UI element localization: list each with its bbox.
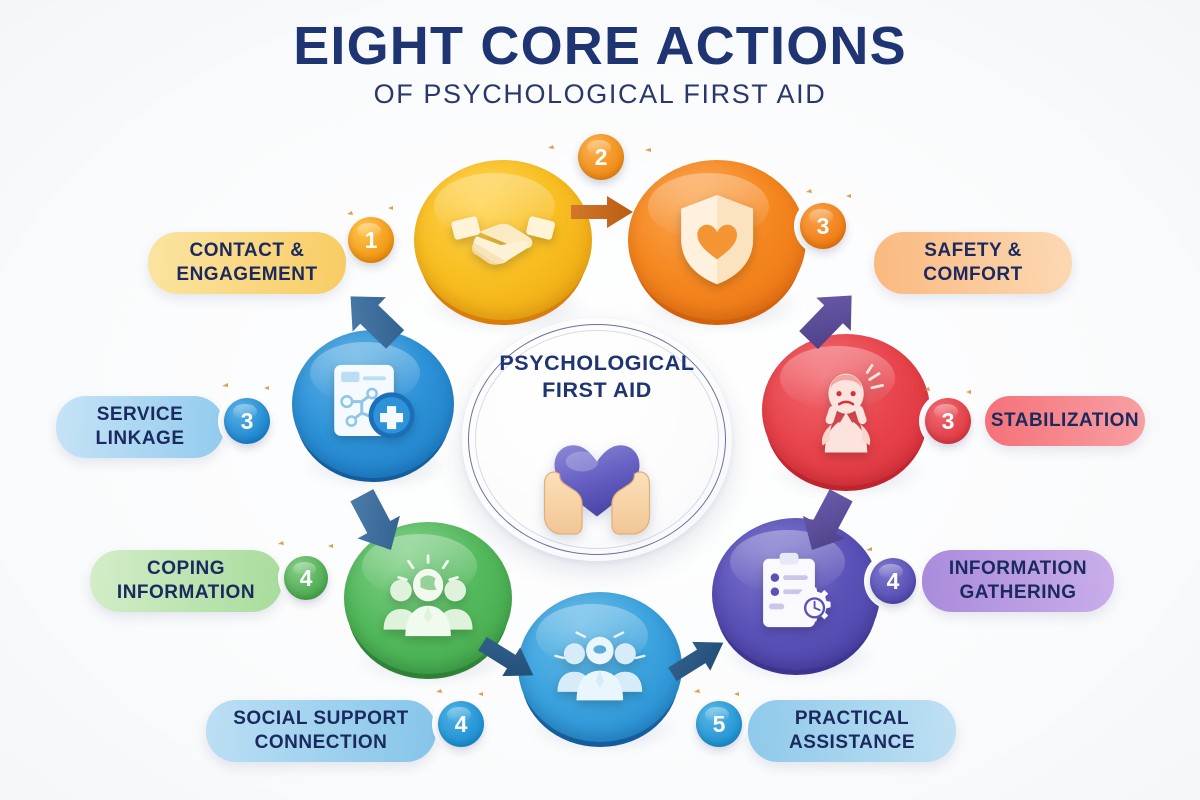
label-line2: ASSISTANCE xyxy=(788,732,916,753)
badge-highlight xyxy=(292,561,316,576)
node-face xyxy=(292,330,454,478)
node-practical-assistance[interactable] xyxy=(518,592,682,754)
label-stabilization[interactable]: STABILIZATION xyxy=(985,396,1145,446)
center-ring-outer xyxy=(468,324,726,555)
badge-highlight xyxy=(705,706,730,722)
badge-highlight xyxy=(809,208,834,224)
node-face xyxy=(518,592,682,742)
node-face xyxy=(762,334,930,486)
badge-number: 3 xyxy=(816,212,830,239)
badge-coping-information[interactable]: 4 xyxy=(284,556,328,600)
badge-safety-comfort[interactable]: 3 xyxy=(800,203,846,249)
hands-holding-heart-icon xyxy=(462,414,732,555)
node-coping-information[interactable] xyxy=(344,522,512,687)
badge-highlight xyxy=(357,222,382,238)
label-line1: STABILIZATION xyxy=(990,410,1140,432)
label-line1: SERVICE xyxy=(96,404,184,426)
badge-stabilization[interactable]: 3 xyxy=(925,398,971,444)
document-plus-icon xyxy=(323,358,423,450)
label-line1: COPING xyxy=(147,558,225,580)
label-line2: COMFORT xyxy=(923,264,1023,285)
center-title: PSYCHOLOGICAL FIRST AID xyxy=(462,350,732,404)
badge-number: 4 xyxy=(886,567,900,594)
label-service-linkage[interactable]: SERVICE LINKAGE xyxy=(56,396,224,458)
label-contact-engagement[interactable]: CONTACT & ENGAGEMENT xyxy=(148,232,346,294)
label-coping-information[interactable]: COPING INFORMATION xyxy=(90,550,282,612)
badge-highlight xyxy=(447,706,472,722)
label-safety-comfort[interactable]: SAFETY & COMFORT xyxy=(874,232,1072,294)
label-line2: CONNECTION xyxy=(254,732,388,753)
node-service-linkage[interactable] xyxy=(292,330,454,490)
hands-holding-heart-svg xyxy=(543,445,651,535)
badge-information-gathering[interactable]: 4 xyxy=(870,558,916,604)
badge-social-support-connection[interactable]: 4 xyxy=(438,701,484,747)
badge-highlight xyxy=(934,403,959,419)
node-face xyxy=(628,160,806,320)
badge-number: 2 xyxy=(594,143,608,170)
node-face xyxy=(414,160,592,320)
badge-number: 4 xyxy=(454,710,468,737)
badge-service-linkage[interactable]: 3 xyxy=(224,398,270,444)
label-line1: CONTACT & xyxy=(189,240,305,262)
badge-number: 3 xyxy=(941,407,955,434)
badge-number: 4 xyxy=(299,564,313,591)
badge-number: 1 xyxy=(364,226,378,253)
label-line2: INFORMATION xyxy=(116,582,256,603)
badge-highlight xyxy=(233,403,258,419)
clipboard-gear-clock-icon xyxy=(744,547,848,641)
badge-number: 3 xyxy=(240,407,254,434)
label-line1: INFORMATION xyxy=(948,558,1088,580)
badge-highlight xyxy=(587,139,612,155)
people-idea-icon xyxy=(376,551,480,645)
badge-contact-engagement[interactable]: 1 xyxy=(348,217,394,263)
page-title: EIGHT CORE ACTIONS xyxy=(293,16,907,76)
header: EIGHT CORE ACTIONS OF PSYCHOLOGICAL FIRS… xyxy=(0,0,1200,110)
center-hub: PSYCHOLOGICAL FIRST AID xyxy=(462,318,742,568)
node-face xyxy=(712,518,880,670)
label-line1: SOCIAL SUPPORT xyxy=(233,708,409,730)
badge-highlight xyxy=(879,563,904,579)
center-ring-inner xyxy=(475,330,719,549)
node-face xyxy=(344,522,512,674)
person-distress-icon xyxy=(794,363,898,457)
label-social-support-connection[interactable]: SOCIAL SUPPORT CONNECTION xyxy=(206,700,436,762)
label-information-gathering[interactable]: INFORMATION GATHERING xyxy=(922,550,1114,612)
label-line2: LINKAGE xyxy=(95,428,185,449)
label-line2: ENGAGEMENT xyxy=(176,264,318,285)
label-practical-assistance[interactable]: PRACTICAL ASSISTANCE xyxy=(748,700,956,762)
node-safety-comfort[interactable] xyxy=(628,160,806,333)
people-group-icon xyxy=(549,621,651,714)
node-information-gathering[interactable] xyxy=(712,518,880,683)
badge-practical-assistance[interactable]: 5 xyxy=(696,701,742,747)
handshake-icon xyxy=(448,190,558,289)
page-subtitle: OF PSYCHOLOGICAL FIRST AID xyxy=(373,79,827,110)
badge-step-marker-top[interactable]: 2 xyxy=(578,134,624,180)
shield-heart-icon xyxy=(662,190,772,289)
label-line2: GATHERING xyxy=(959,582,1077,603)
node-stabilization[interactable] xyxy=(762,334,930,499)
badge-number: 5 xyxy=(712,710,726,737)
node-contact-engagement[interactable] xyxy=(414,160,592,333)
label-line1: PRACTICAL xyxy=(794,708,910,730)
center-title-line2: FIRST AID xyxy=(542,377,652,402)
label-line1: SAFETY & xyxy=(924,240,1022,262)
center-title-line1: PSYCHOLOGICAL xyxy=(499,351,695,375)
